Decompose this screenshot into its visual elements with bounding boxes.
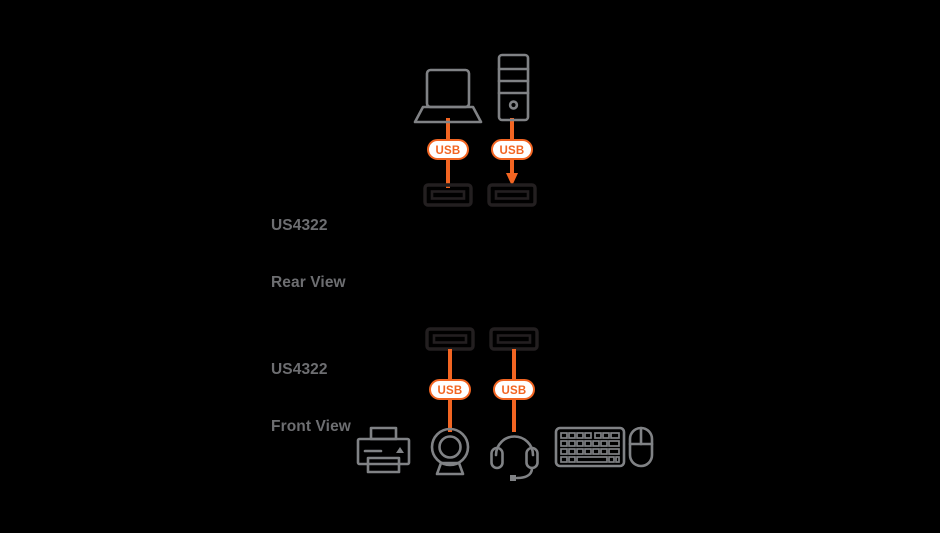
laptop-icon: [413, 68, 483, 124]
usb-badge-front-left: USB: [429, 379, 471, 400]
rear-view-model: US4322: [271, 217, 328, 234]
front-view-model: US4322: [271, 361, 328, 378]
rear-view-view: Rear View: [271, 274, 346, 291]
front-view-view: Front View: [271, 418, 351, 435]
usb-badge-rear-right: USB: [491, 139, 533, 160]
keyboard-keys: [560, 432, 620, 463]
usb-port-front-2: [489, 327, 539, 351]
headset-icon: [490, 435, 539, 481]
usb-badge-rear-left: USB: [427, 139, 469, 160]
webcam-icon: [430, 427, 470, 476]
desktop-tower-icon: [497, 53, 530, 122]
mouse-icon: [628, 426, 654, 468]
printer-icon: [356, 426, 411, 474]
front-view-label: US4322 Front View: [271, 322, 351, 474]
usb-port-rear-2: [487, 183, 537, 207]
usb-badge-front-right: USB: [493, 379, 535, 400]
usb-port-rear-1: [423, 183, 473, 207]
cable-rear-right-arrowhead: [506, 173, 518, 186]
usb-port-front-1: [425, 327, 475, 351]
rear-view-label: US4322 Rear View: [271, 178, 346, 330]
keyboard-icon: [554, 426, 626, 468]
